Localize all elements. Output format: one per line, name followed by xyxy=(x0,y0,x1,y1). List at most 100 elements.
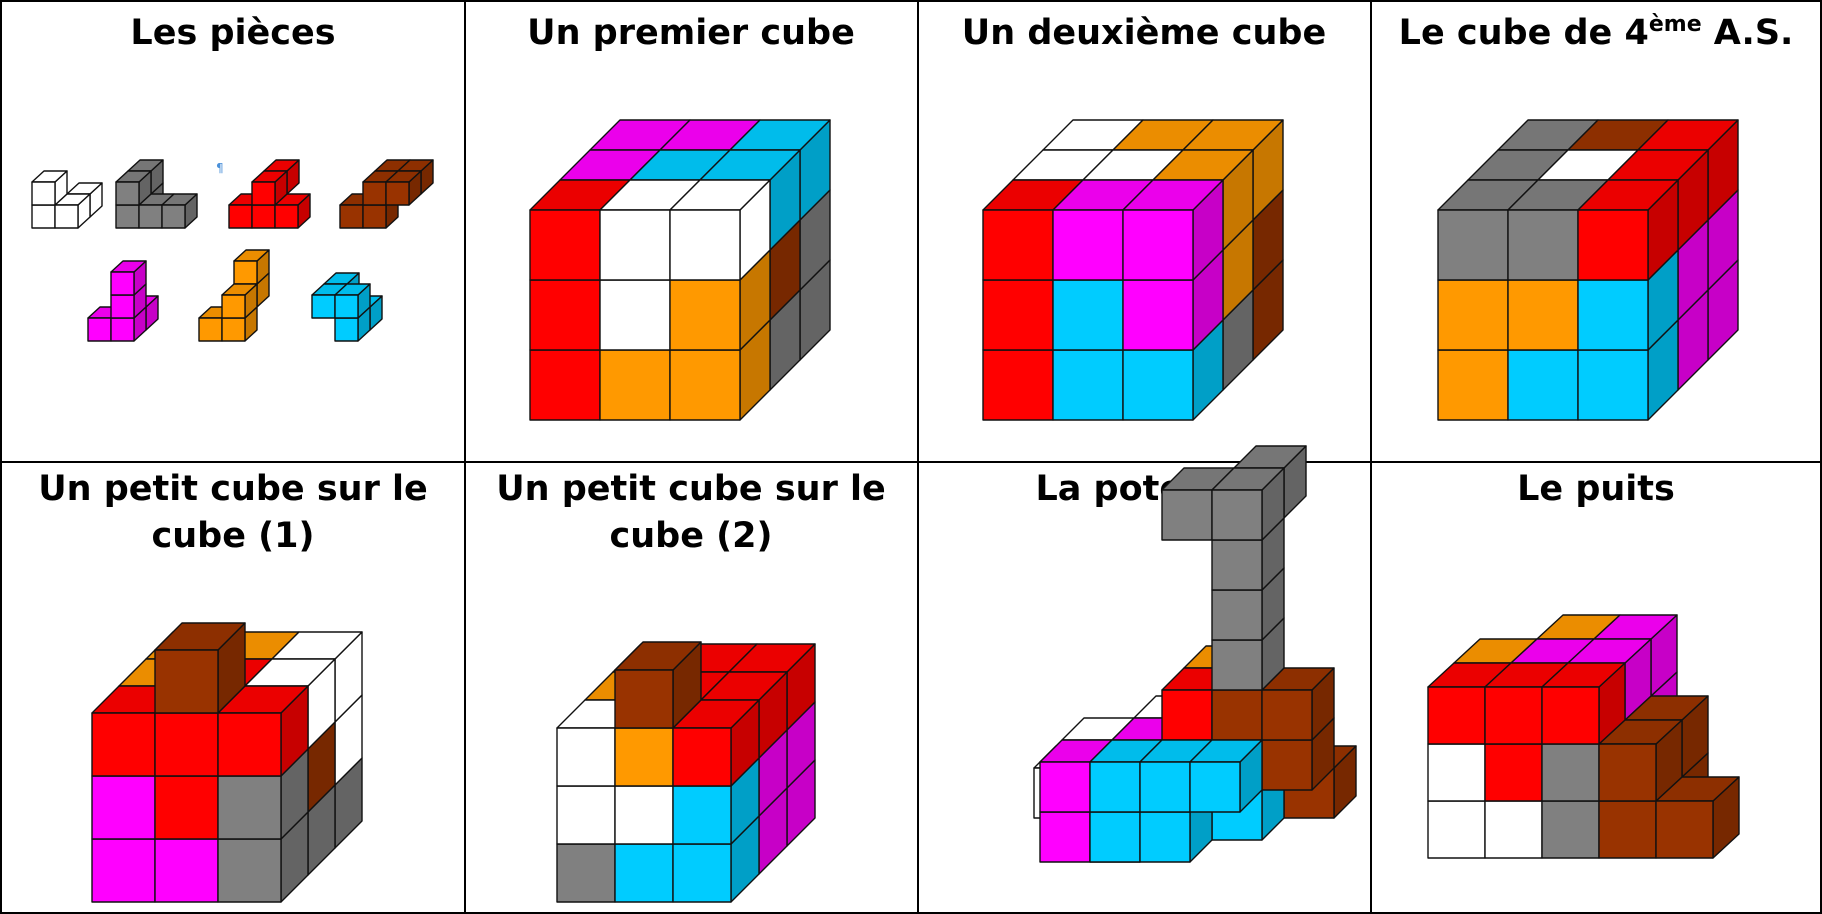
cube-front-face xyxy=(154,649,219,714)
cube-front-face xyxy=(154,775,219,840)
cube-front-face xyxy=(91,775,156,840)
title-petit-cube-2-line1: Un petit cube sur le xyxy=(496,469,886,509)
cube-front-face xyxy=(1427,743,1486,802)
cell-title-cube-4eme: Le cube de 4ème A.S. xyxy=(1399,12,1794,53)
cube-front-face xyxy=(251,181,276,206)
cube-front-face xyxy=(1598,800,1657,859)
cube-front-face xyxy=(982,349,1054,421)
cube-front-face xyxy=(599,279,671,351)
cube-front-face xyxy=(1484,743,1543,802)
cube-front-face xyxy=(1507,209,1579,281)
cube-front-face xyxy=(982,279,1054,351)
cube-front-face xyxy=(362,181,387,206)
cube-front-face xyxy=(91,712,156,777)
cube-front-face xyxy=(1437,209,1509,281)
cube-front-face xyxy=(669,279,741,351)
cube-front-face xyxy=(115,204,140,229)
cube-front-face xyxy=(1139,811,1191,863)
title-cube-4eme-main: Le cube de 4 xyxy=(1399,13,1649,53)
cube-front-face xyxy=(154,838,219,903)
cube-front-face xyxy=(1261,689,1313,741)
cube-front-face xyxy=(1052,349,1124,421)
cube-front-face xyxy=(1261,739,1313,791)
cube-front-face xyxy=(556,843,616,903)
cube-front-face xyxy=(1052,279,1124,351)
cube-front-face xyxy=(1211,489,1263,541)
cube-front-face xyxy=(1655,800,1714,859)
cube-front-face xyxy=(614,669,674,729)
cube-front-face xyxy=(339,204,364,229)
cube-front-face xyxy=(1089,761,1141,813)
cube-front-face xyxy=(599,209,671,281)
cube-front-face xyxy=(1577,209,1649,281)
cube-front-face xyxy=(334,317,359,342)
cube-front-face xyxy=(274,204,299,229)
title-les-pieces: Les pièces xyxy=(130,13,335,53)
cube-front-face xyxy=(982,209,1054,281)
cube-front-face xyxy=(669,349,741,421)
cube-front-face xyxy=(1052,209,1124,281)
pieces-illustration xyxy=(31,159,434,342)
cube-front-face xyxy=(1507,279,1579,351)
cube-front-face xyxy=(1211,539,1263,591)
petit-cube-1-illustration xyxy=(91,622,363,903)
cube-front-face xyxy=(161,204,186,229)
title-deuxieme-cube: Un deuxième cube xyxy=(962,13,1326,53)
title-cube-4eme-tail: A.S. xyxy=(1702,13,1794,53)
cube-front-face xyxy=(1598,743,1657,802)
cube-front-face xyxy=(31,181,56,206)
cube-front-face xyxy=(221,294,246,319)
cube-front-face xyxy=(115,181,140,206)
cube-front-face xyxy=(1484,800,1543,859)
cube-front-face xyxy=(1122,349,1194,421)
cube-front-face xyxy=(1089,811,1141,863)
cube-front-face xyxy=(110,271,135,296)
title-cube-4eme: Le cube de 4ème A.S. xyxy=(1399,12,1794,53)
cube-front-face xyxy=(556,727,616,787)
cube-front-face xyxy=(362,204,387,229)
cube-front-face xyxy=(1161,489,1213,541)
premier-cube-illustration xyxy=(529,119,831,421)
cube-front-face xyxy=(221,317,246,342)
cube-front-face xyxy=(672,843,732,903)
cell-title-premier-cube: Un premier cube xyxy=(527,13,855,53)
potence-illustration xyxy=(1033,445,1357,863)
cube-front-face xyxy=(1541,743,1600,802)
cube-front-face xyxy=(198,317,223,342)
cube-front-face xyxy=(529,349,601,421)
title-petit-cube-1-line1: Un petit cube sur le xyxy=(38,469,428,509)
cell-title-les-pieces: Les pièces xyxy=(130,13,335,53)
cube-front-face xyxy=(217,775,282,840)
cube-front-face xyxy=(1211,689,1263,741)
cell-title-petit-cube-2: Un petit cube sur le cube (2) xyxy=(496,469,886,556)
title-petit-cube-1-line2: cube (1) xyxy=(152,516,315,556)
cube-front-face xyxy=(1122,279,1194,351)
cube-front-face xyxy=(1437,279,1509,351)
cube-front-face xyxy=(138,204,163,229)
title-premier-cube: Un premier cube xyxy=(527,13,855,53)
cube-front-face xyxy=(1161,689,1213,741)
cube-front-face xyxy=(1122,209,1194,281)
cell-title-deuxieme-cube: Un deuxième cube xyxy=(962,13,1326,53)
cube-front-face xyxy=(1541,686,1600,745)
cube-front-face xyxy=(233,260,258,285)
cube-front-face xyxy=(311,294,336,319)
title-petit-cube-2-line2: cube (2) xyxy=(610,516,773,556)
cube-front-face xyxy=(217,838,282,903)
petit-cube-2-illustration xyxy=(556,641,816,903)
cube-front-face xyxy=(599,349,671,421)
cube-front-face xyxy=(251,204,276,229)
cube-front-face xyxy=(110,294,135,319)
cube-front-face xyxy=(217,712,282,777)
cube-front-face xyxy=(1139,761,1191,813)
cube-front-face xyxy=(1211,639,1263,691)
cube-front-face xyxy=(1427,686,1486,745)
cube-front-face xyxy=(334,294,359,319)
title-puits: Le puits xyxy=(1517,469,1675,509)
cube-front-face xyxy=(1427,800,1486,859)
title-cube-4eme-sup: ème xyxy=(1649,12,1702,37)
cube-front-face xyxy=(1577,349,1649,421)
cube-4eme-illustration xyxy=(1437,119,1739,421)
